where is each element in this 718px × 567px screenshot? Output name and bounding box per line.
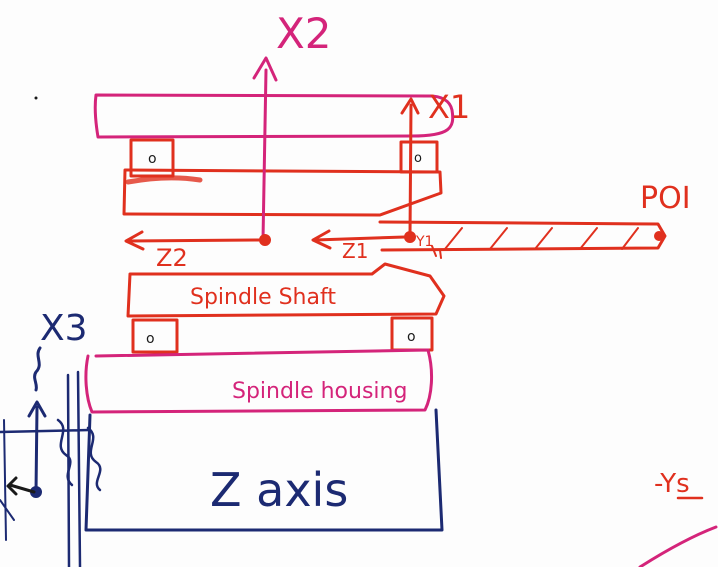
x1-label: X1: [428, 88, 470, 126]
x3-squiggle: [35, 348, 40, 390]
guide-lines: [0, 372, 90, 567]
y1-label: Y1: [415, 234, 433, 250]
x2-label: X2: [276, 9, 332, 58]
x3-label: X3: [40, 308, 88, 349]
poi-label: POI: [640, 181, 691, 216]
tool-bar-dashes: [432, 246, 441, 258]
svg-text:o: o: [146, 331, 155, 347]
lower-right-bearing: o: [392, 318, 432, 350]
svg-text:o: o: [407, 329, 416, 345]
lower-left-bearing: o: [133, 320, 177, 352]
svg-text:o: o: [414, 151, 422, 166]
bottom-right-stroke: [640, 527, 716, 567]
svg-text:o: o: [148, 151, 157, 167]
x3-axis-line: [36, 407, 37, 492]
poi-point-icon: [655, 232, 663, 240]
tool-bar-hatch: [445, 228, 638, 249]
z2-label: Z2: [156, 244, 188, 272]
spindle-housing-label: Spindle housing: [232, 379, 407, 404]
z1-label: Z1: [342, 239, 368, 263]
top-plate: [95, 95, 453, 137]
upper-right-bearing: o: [401, 142, 437, 172]
smudge-dot: [35, 97, 38, 100]
x1-axis-line: [410, 105, 411, 236]
spindle-shaft-label: Spindle Shaft: [190, 285, 336, 310]
x3-left-arrow: [8, 478, 34, 494]
z-axis-label: Z axis: [210, 463, 348, 517]
neg-ys-label: -Ys: [654, 469, 690, 499]
upper-shaft-hatch: [128, 178, 200, 182]
z2-axis-line: [128, 240, 262, 241]
